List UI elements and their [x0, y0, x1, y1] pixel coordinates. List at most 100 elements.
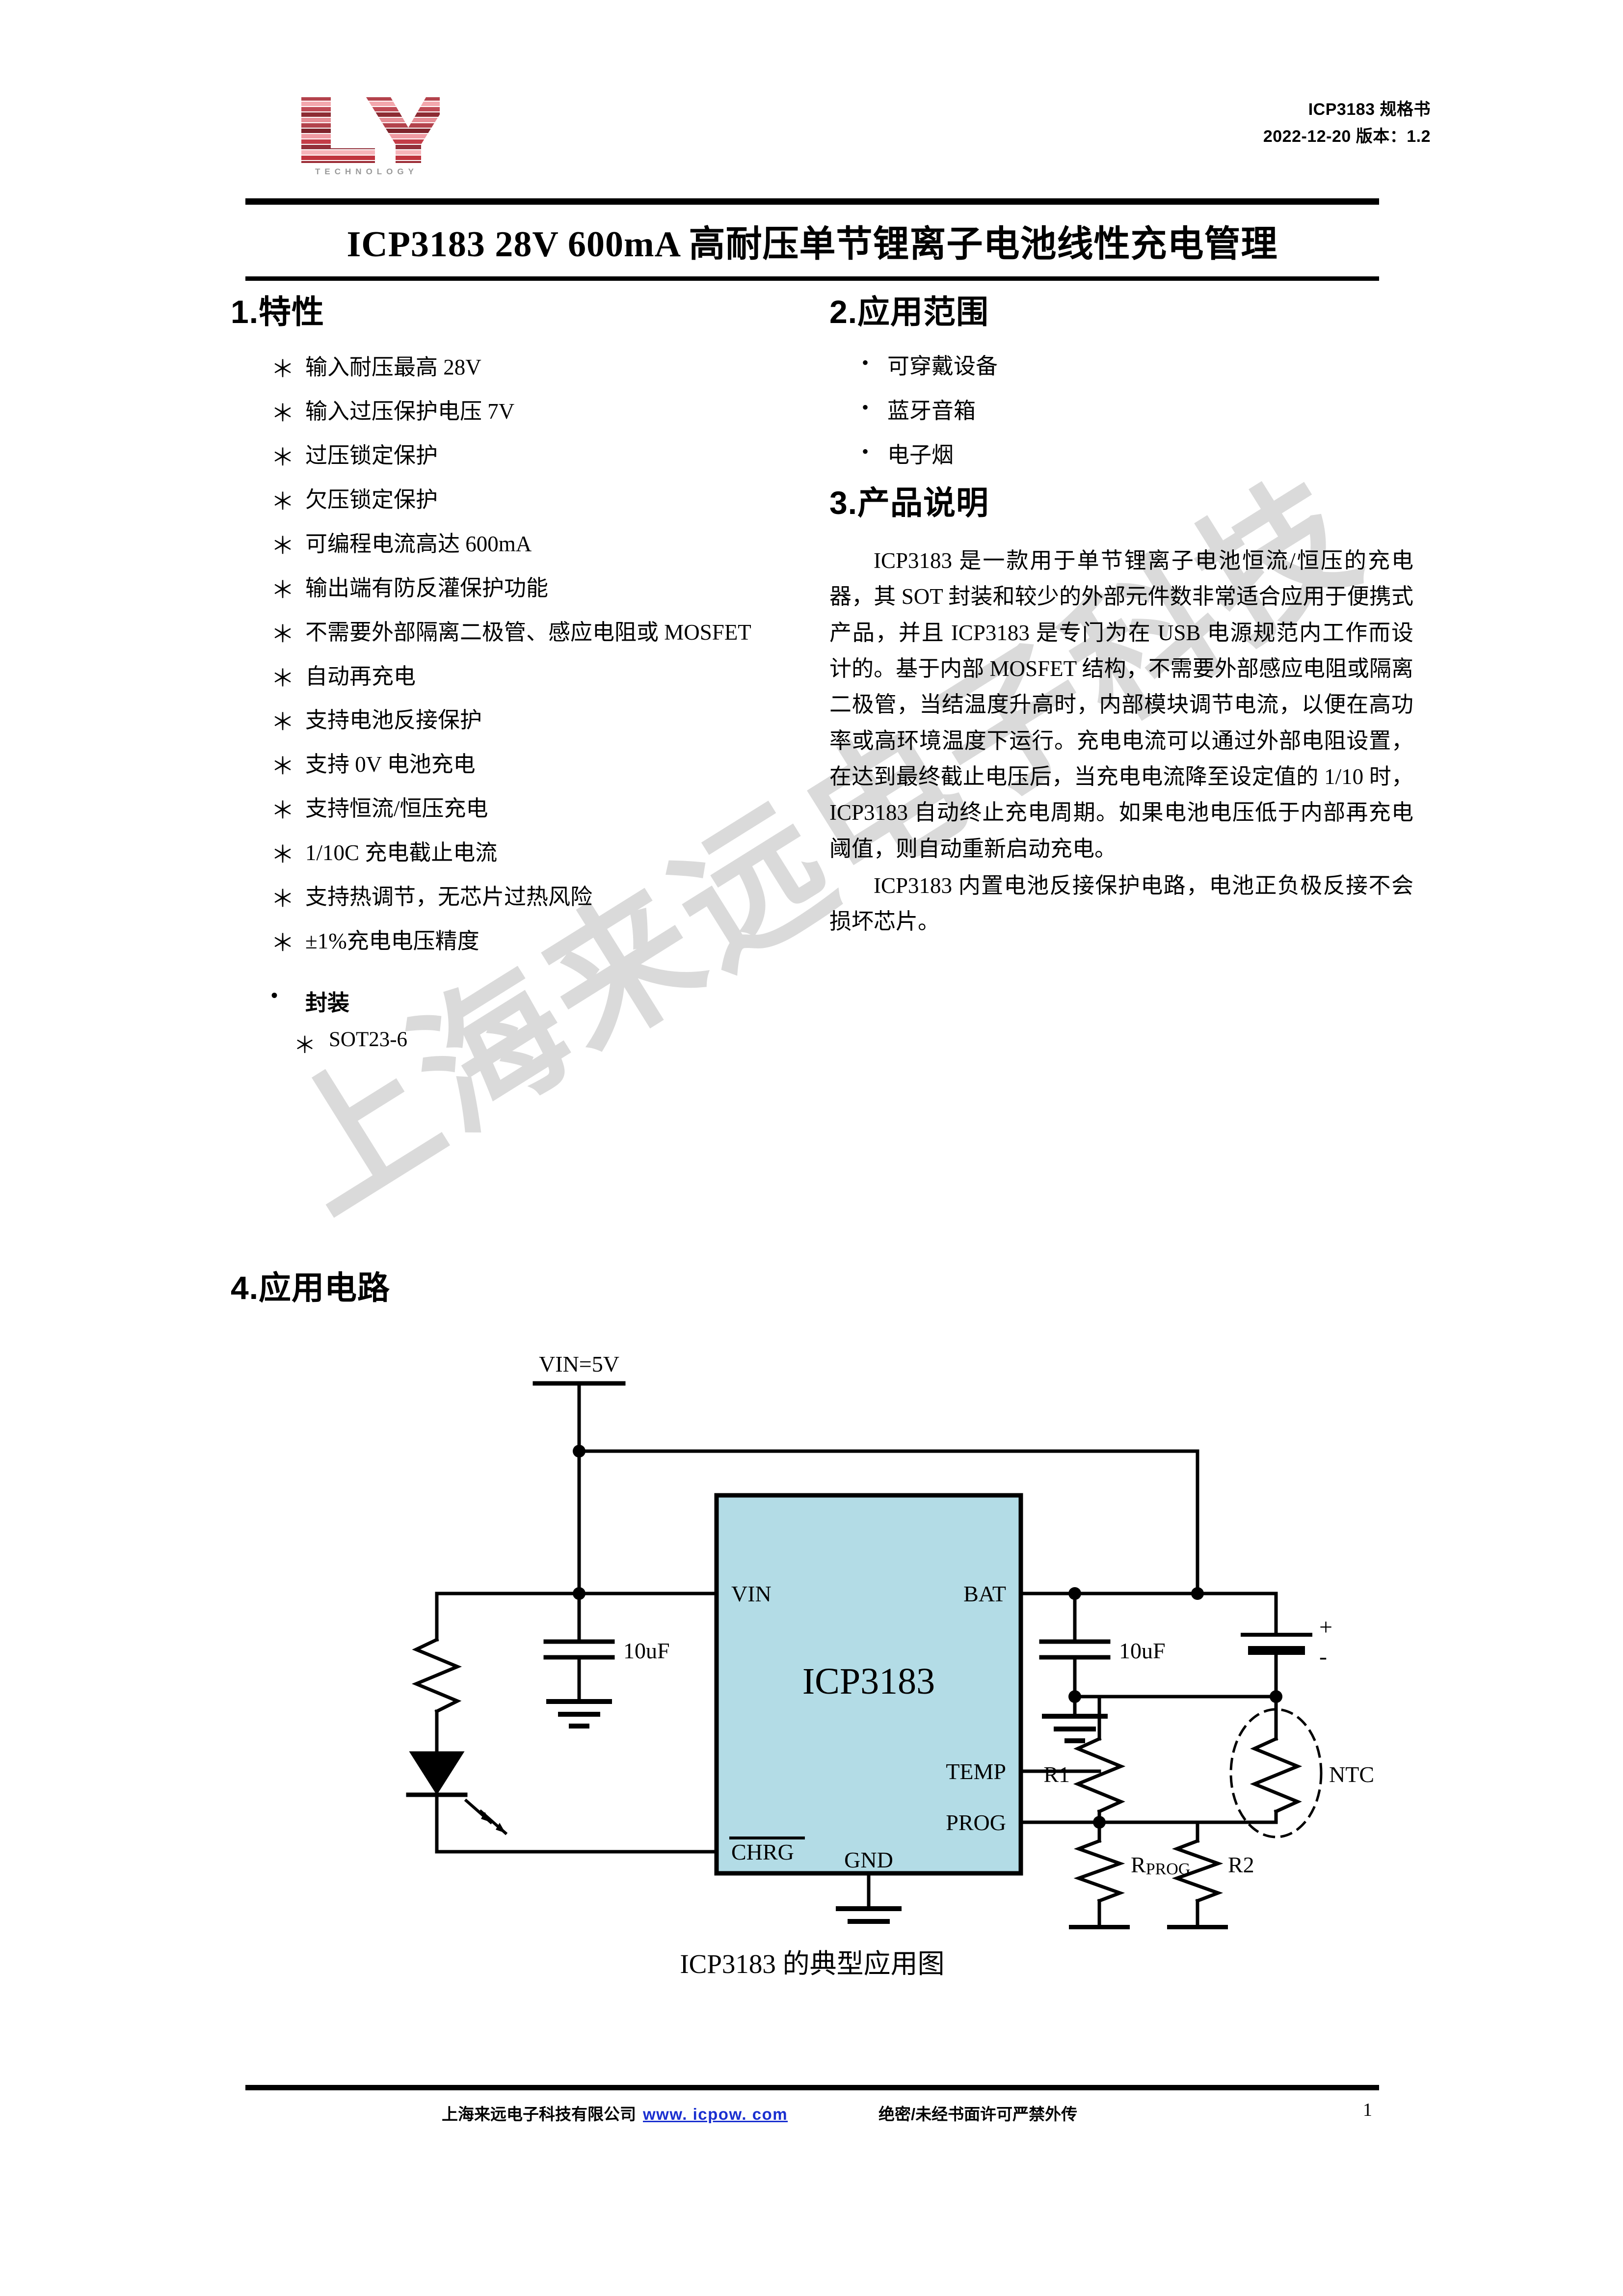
footer-company-name: 上海来远电子科技有限公司: [442, 2105, 636, 2123]
feature-text: 欠压锁定保护: [305, 487, 438, 512]
doc-date-version: 2022-12-20 版本：1.2: [1263, 127, 1431, 146]
circuit-schematic-svg: VIN=5V VIN BAT TEMP PROG CHRG GND ICP318…: [406, 1351, 1374, 1954]
package-item: ＊ SOT23-6: [231, 1027, 810, 1058]
feature-text: 不需要外部隔离二极管、感应电阻或 MOSFET: [305, 620, 751, 645]
package-block: • 封装 ＊ SOT23-6: [231, 984, 810, 1058]
asterisk-bullet-icon: ＊: [293, 1032, 316, 1058]
feature-text: 可编程电流高达 600mA: [305, 531, 532, 556]
footer-website-link[interactable]: www. icpow. com: [643, 2105, 788, 2123]
figure-caption: ICP3183 的典型应用图: [680, 1949, 945, 1979]
header-doc-info: ICP3183 规格书 2022-12-20 版本：1.2: [1263, 96, 1431, 150]
asterisk-bullet-icon: ＊: [271, 842, 295, 868]
application-text: 电子烟: [887, 443, 954, 468]
feature-text: 支持电池反接保护: [305, 708, 482, 733]
footer-confidential-notice: 绝密/未经书面许可严禁外传: [878, 2105, 1078, 2123]
ly-logo-icon: [301, 97, 440, 163]
asterisk-bullet-icon: ＊: [271, 709, 295, 736]
features-list: ＊输入耐压最高 28V ＊ 输入过压保护电压 7V ＊ 过压锁定保护 ＊ 欠压锁定保护…: [231, 352, 810, 957]
section-heading-description: 3.产品说明: [829, 484, 989, 521]
application-item: • 电子烟: [829, 440, 1413, 470]
feature-text: 支持 0V 电池充电: [305, 752, 476, 777]
asterisk-bullet-icon: ＊: [271, 356, 295, 383]
application-item: • 可穿戴设备: [829, 351, 1413, 381]
page-header: TECHNOLOGY ICP3183 规格书 2022-12-20 版本：1.2: [0, 0, 1623, 191]
feature-text: 输入过压保护电压 7V: [305, 399, 515, 424]
asterisk-bullet-icon: ＊: [271, 401, 295, 427]
feature-item: ＊输入耐压最高 28V: [231, 352, 810, 383]
description-paragraph: ICP3183 是一款用于单节锂离子电池恒流/恒压的充电器，其 SOT 封装和较…: [829, 548, 1413, 861]
feature-item: ＊ 过压锁定保护: [231, 440, 810, 472]
package-list: ＊ SOT23-6: [231, 1027, 810, 1058]
asterisk-bullet-icon: ＊: [271, 665, 295, 692]
application-text: 蓝牙音箱: [887, 398, 976, 423]
asterisk-bullet-icon: ＊: [271, 754, 295, 780]
asterisk-bullet-icon: ＊: [271, 445, 295, 471]
feature-text: 输出端有防反灌保护功能: [305, 575, 549, 600]
battery-plus-label: +: [1319, 1614, 1332, 1640]
dot-bullet-icon: •: [271, 984, 278, 1006]
feature-item: ＊ 支持 0V 电池充电: [231, 749, 810, 781]
dot-bullet-icon: •: [862, 351, 869, 374]
package-label: 封装: [305, 990, 350, 1015]
feature-item: ＊ ±1%充电电压精度: [231, 926, 810, 957]
feature-item: ＊ 欠压锁定保护: [231, 485, 810, 516]
dot-bullet-icon: •: [862, 396, 869, 418]
component-label-cin: 10uF: [623, 1638, 670, 1663]
asterisk-bullet-icon: ＊: [271, 886, 295, 912]
application-item: • 蓝牙音箱: [829, 396, 1413, 426]
battery-minus-label: -: [1319, 1644, 1327, 1670]
feature-item: ＊ 支持恒流/恒压充电: [231, 793, 810, 825]
feature-text: 支持恒流/恒压充电: [305, 796, 488, 821]
right-column: 2.应用范围 • 可穿戴设备 • 蓝牙音箱 • 电子烟 3.产品说明 ICP3183 …: [829, 294, 1413, 940]
footer-page-number: 1: [1363, 2100, 1372, 2120]
feature-text: ±1%充电电压精度: [305, 928, 479, 953]
component-label-rprog: RPROG: [1131, 1852, 1190, 1878]
title-rule-top: [245, 198, 1379, 205]
feature-item: ＊ 可编程电流高达 600mA: [231, 529, 810, 560]
section-heading-features: 1.特性: [231, 294, 325, 330]
ic-part-label: ICP3183: [802, 1661, 935, 1702]
asterisk-bullet-icon: ＊: [271, 577, 295, 603]
section-app-circuit: 4.应用电路: [231, 1262, 390, 1309]
component-label-r1: R1: [1043, 1762, 1070, 1787]
component-label-cout: 10uF: [1119, 1638, 1166, 1663]
pin-label-temp: TEMP: [946, 1759, 1006, 1784]
section-heading-app-circuit: 4.应用电路: [231, 1270, 391, 1306]
asterisk-bullet-icon: ＊: [271, 798, 295, 824]
footer-company-block: 上海来远电子科技有限公司 www. icpow. com: [442, 2101, 788, 2125]
feature-item: ＊ 支持电池反接保护: [231, 705, 810, 736]
asterisk-bullet-icon: ＊: [271, 621, 295, 648]
package-item-text: SOT23-6: [329, 1027, 408, 1051]
applications-list: • 可穿戴设备 • 蓝牙音箱 • 电子烟: [829, 351, 1413, 470]
component-label-ntc: NTC: [1329, 1762, 1374, 1787]
footer-rule: [245, 2085, 1379, 2090]
feature-text: 1/10C 充电截止电流: [305, 840, 498, 865]
feature-text: 过压锁定保护: [305, 443, 438, 468]
supply-label: VIN=5V: [539, 1351, 619, 1377]
pin-label-gnd: GND: [844, 1847, 893, 1872]
page-title: ICP3183 28V 600mA 高耐压单节锂离子电池线性充电管理: [346, 224, 1278, 265]
component-label-r2: R2: [1228, 1852, 1254, 1877]
pin-label-chrg: CHRG: [731, 1839, 794, 1864]
pin-label-vin: VIN: [731, 1581, 772, 1606]
application-text: 可穿戴设备: [887, 354, 998, 379]
asterisk-bullet-icon: ＊: [271, 533, 295, 559]
company-logo: TECHNOLOGY: [293, 93, 440, 184]
application-circuit-diagram: VIN=5V VIN BAT TEMP PROG CHRG GND ICP318…: [236, 1350, 1384, 1954]
feature-item: ＊ 输入过压保护电压 7V: [231, 396, 810, 428]
feature-item: ＊ 1/10C 充电截止电流: [231, 837, 810, 869]
dot-bullet-icon: •: [862, 440, 869, 463]
feature-item: ＊自动再充电: [231, 661, 810, 693]
feature-item: ＊ 输出端有防反灌保护功能: [231, 573, 810, 604]
page-footer: 上海来远电子科技有限公司 www. icpow. com 绝密/未经书面许可严禁外…: [245, 2097, 1379, 2132]
left-column: 1.特性 ＊输入耐压最高 28V ＊ 输入过压保护电压 7V ＊ 过压锁定保护 ＊ 欠…: [231, 294, 810, 1058]
pin-label-prog: PROG: [946, 1810, 1006, 1835]
doc-ref: ICP3183 规格书: [1308, 100, 1431, 119]
package-heading: • 封装: [231, 984, 810, 1017]
asterisk-bullet-icon: ＊: [271, 488, 295, 515]
asterisk-bullet-icon: ＊: [271, 930, 295, 956]
section-heading-applications: 2.应用范围: [829, 294, 989, 330]
logo-tagline: TECHNOLOGY: [315, 167, 418, 176]
feature-item: ＊支持热调节，无芯片过热风险: [231, 882, 810, 913]
